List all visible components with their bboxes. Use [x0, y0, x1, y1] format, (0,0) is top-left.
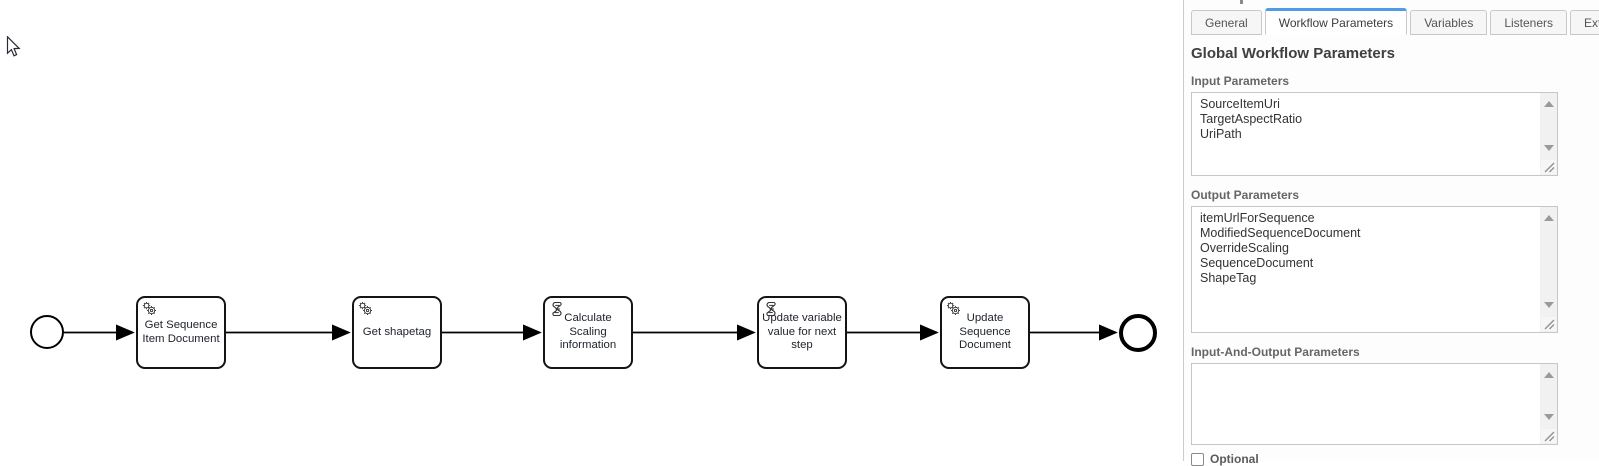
- script-task-icon: [766, 301, 776, 317]
- task-get-shapetag[interactable]: Get shapetag: [352, 296, 442, 369]
- properties-panel: General Workflow Parameters Variables Li…: [1183, 0, 1599, 466]
- input-and-output-parameters-textarea[interactable]: [1191, 363, 1558, 445]
- textarea-scrollbar[interactable]: [1540, 207, 1557, 332]
- textarea-scrollbar[interactable]: [1540, 93, 1557, 175]
- tab-extensions[interactable]: Extensions: [1570, 10, 1599, 35]
- mouse-cursor-icon: [6, 36, 21, 57]
- task-get-sequence-item-document[interactable]: Get Sequence Item Document: [136, 296, 226, 369]
- diagram-canvas[interactable]: Get Sequence Item Document Get shapetag …: [0, 0, 1183, 461]
- panel-top-tick: [1240, 0, 1243, 4]
- end-event[interactable]: [1119, 314, 1157, 352]
- start-event[interactable]: [30, 315, 64, 349]
- scroll-up-icon[interactable]: [1544, 372, 1554, 378]
- task-update-sequence-document[interactable]: Update Sequence Document: [940, 296, 1030, 369]
- scroll-down-icon[interactable]: [1544, 414, 1554, 420]
- output-parameters-label: Output Parameters: [1191, 188, 1300, 202]
- service-task-gear-icon: [142, 301, 157, 316]
- service-task-gear-icon: [358, 301, 373, 316]
- service-task-gear-icon: [946, 301, 961, 316]
- resize-grip-icon[interactable]: [1541, 160, 1556, 174]
- optional-checkbox[interactable]: [1191, 452, 1204, 466]
- resize-grip-icon[interactable]: [1541, 429, 1556, 443]
- scroll-up-icon[interactable]: [1544, 101, 1554, 107]
- scroll-down-icon[interactable]: [1544, 145, 1554, 151]
- optional-row: Optional: [1191, 452, 1589, 466]
- resize-grip-icon[interactable]: [1541, 317, 1556, 331]
- tab-variables[interactable]: Variables: [1410, 10, 1488, 35]
- scroll-up-icon[interactable]: [1544, 215, 1554, 221]
- task-calculate-scaling-information[interactable]: Calculate Scaling information: [543, 296, 633, 369]
- scroll-down-icon[interactable]: [1544, 302, 1554, 308]
- task-label: Get Sequence Item Document: [142, 319, 220, 345]
- task-label: Update variable value for next step: [762, 312, 842, 352]
- task-label: Calculate Scaling information: [559, 312, 617, 352]
- panel-tabs: General Workflow Parameters Variables Li…: [1191, 8, 1599, 35]
- task-update-variable-value[interactable]: Update variable value for next step: [757, 296, 847, 369]
- script-task-icon: [552, 301, 562, 317]
- input-and-output-parameters-label: Input-And-Output Parameters: [1191, 345, 1360, 359]
- input-parameters-label: Input Parameters: [1191, 74, 1290, 88]
- task-label: Get shapetag: [362, 325, 432, 338]
- optional-label: Optional: [1210, 452, 1259, 466]
- sequence-flows: [64, 324, 1118, 341]
- tab-general[interactable]: General: [1191, 10, 1262, 35]
- tab-listeners[interactable]: Listeners: [1490, 10, 1568, 35]
- tab-workflow-parameters[interactable]: Workflow Parameters: [1264, 8, 1408, 35]
- panel-heading: Global Workflow Parameters: [1191, 45, 1395, 62]
- textarea-scrollbar[interactable]: [1540, 364, 1557, 444]
- task-label: Update Sequence Document: [959, 312, 1011, 352]
